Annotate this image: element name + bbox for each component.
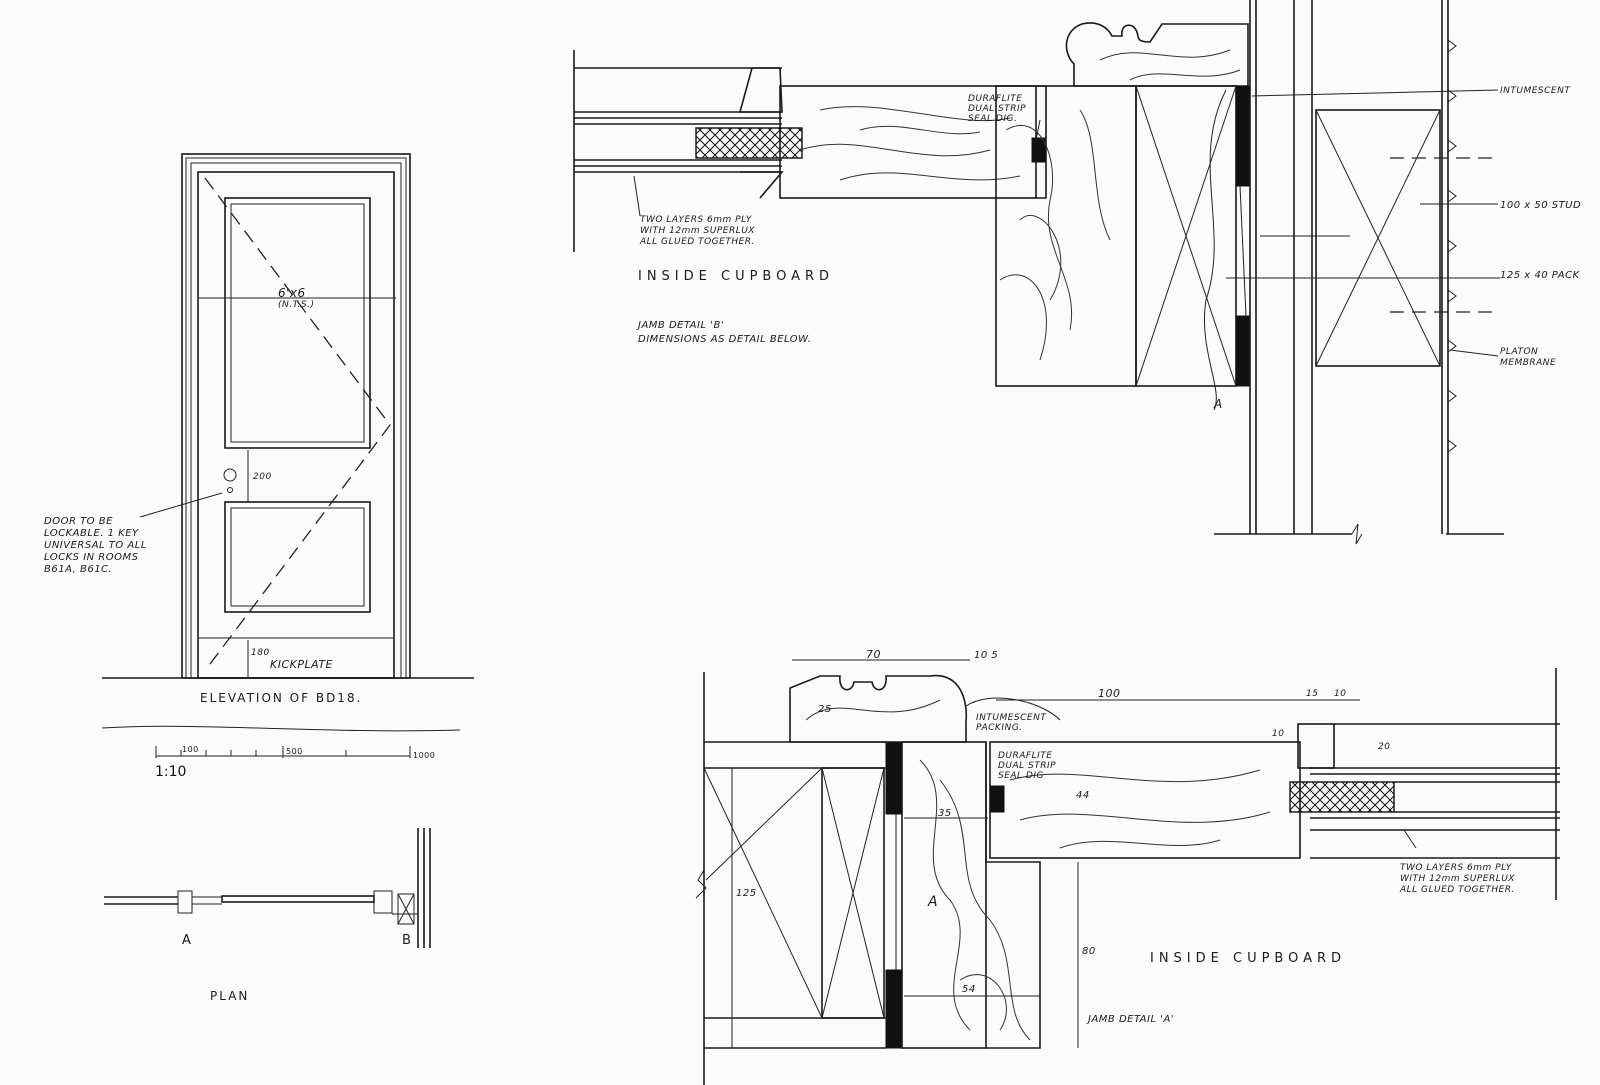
elevation-title: ELEVATION OF BD18.: [200, 691, 362, 705]
detail-a-ply-note-2: WITH 12mm SUPERLUX: [1400, 874, 1515, 884]
jamb-detail-b: DURAFLITE DUAL STRIP SEAL DIG. TWO LAYER…: [573, 0, 1581, 545]
detail-b-stud: 100 x 50 STUD: [1500, 200, 1581, 211]
detail-b-packing: 125 x 40 PACK: [1500, 270, 1581, 281]
detail-b-ply-note-1: TWO LAYERS 6mm PLY: [640, 215, 753, 225]
kickplate-label: KICKPLATE: [270, 658, 333, 671]
detail-a-dim-15: 15: [1306, 689, 1318, 699]
plan-mark-a: A: [182, 933, 191, 948]
door-plan: A B PLAN: [104, 828, 431, 1003]
detail-a-dim-100: 100: [1098, 687, 1121, 700]
door-elevation: 6'x6 (N.T.S.) 200 180 KICKPLATE DOOR TO …: [44, 153, 474, 705]
detail-b-seal-note-1: DURAFLITE: [968, 94, 1022, 104]
detail-b-intumescent: INTUMESCENT: [1500, 86, 1571, 96]
detail-a-title: INSIDE CUPBOARD: [1150, 951, 1346, 966]
detail-b-seal-note-3: SEAL DIG.: [968, 114, 1017, 124]
detail-a-dim-54: 54: [962, 984, 976, 995]
scale-bar: 100 500 1000 1:10: [101, 725, 461, 780]
detail-b-mark-a: A: [1213, 397, 1223, 411]
scale-tick-100: 100: [182, 745, 199, 754]
plan-mark-b: B: [402, 933, 411, 948]
detail-b-title: INSIDE CUPBOARD: [638, 269, 834, 284]
door-note-line-4: LOCKS IN ROOMS: [44, 552, 139, 563]
detail-b-jamb-note-2: DIMENSIONS AS DETAIL BELOW.: [638, 334, 811, 345]
detail-a-dim-25: 25: [818, 704, 832, 715]
detail-b-jamb-note-1: JAMB DETAIL 'B': [636, 320, 724, 331]
jamb-detail-a: 70 10 5 100 15 10 25 10 20 44 35 125 54 …: [695, 648, 1560, 1085]
detail-a-dim-80: 80: [1082, 946, 1096, 957]
dim-180: 180: [251, 648, 270, 658]
door-size-note: 6'x6: [278, 286, 306, 300]
detail-a-intumescent-2: PACKING.: [976, 723, 1023, 733]
detail-b-membrane-1: PLATON: [1500, 347, 1538, 357]
detail-a-seal-note-2: DUAL STRIP: [998, 761, 1056, 771]
detail-a-ply-note-1: TWO LAYERS 6mm PLY: [1400, 863, 1513, 873]
detail-a-mark-a: A: [927, 894, 938, 910]
detail-a-jamb-note: JAMB DETAIL 'A': [1086, 1014, 1174, 1025]
scale-tick-500: 500: [286, 747, 303, 756]
door-nts-note: (N.T.S.): [278, 300, 314, 310]
dim-200: 200: [253, 472, 272, 482]
detail-a-dim-10-5: 10 5: [974, 650, 998, 661]
detail-a-seal-note-3: SEAL DIG: [998, 771, 1044, 781]
detail-b-ply-note-2: WITH 12mm SUPERLUX: [640, 226, 755, 236]
door-note-line-2: LOCKABLE. 1 KEY: [44, 528, 139, 539]
plan-title: PLAN: [210, 989, 249, 1003]
detail-a-dim-44: 44: [1076, 790, 1090, 801]
scale-tick-1000: 1000: [413, 751, 435, 760]
detail-a-seal-note-1: DURAFLITE: [998, 751, 1052, 761]
detail-b-seal-note-2: DUAL STRIP: [968, 104, 1026, 114]
scale-ratio: 1:10: [155, 764, 186, 780]
detail-b-membrane-2: MEMBRANE: [1500, 358, 1556, 368]
detail-a-dim-125: 125: [736, 888, 757, 899]
detail-a-dim-10b: 10: [1272, 729, 1284, 739]
detail-a-dim-70: 70: [866, 648, 881, 661]
detail-a-dim-35: 35: [938, 808, 952, 819]
detail-a-dim-20: 20: [1378, 742, 1390, 752]
detail-a-intumescent-1: INTUMESCENT: [976, 713, 1047, 723]
detail-a-ply-note-3: ALL GLUED TOGETHER.: [1399, 885, 1515, 895]
door-note-line-5: B61A, B61C.: [44, 564, 112, 575]
detail-a-dim-10: 10: [1334, 689, 1346, 699]
door-note-line-1: DOOR TO BE: [44, 516, 113, 527]
detail-b-ply-note-3: ALL GLUED TOGETHER.: [639, 237, 755, 247]
door-note-line-3: UNIVERSAL TO ALL: [44, 540, 147, 551]
